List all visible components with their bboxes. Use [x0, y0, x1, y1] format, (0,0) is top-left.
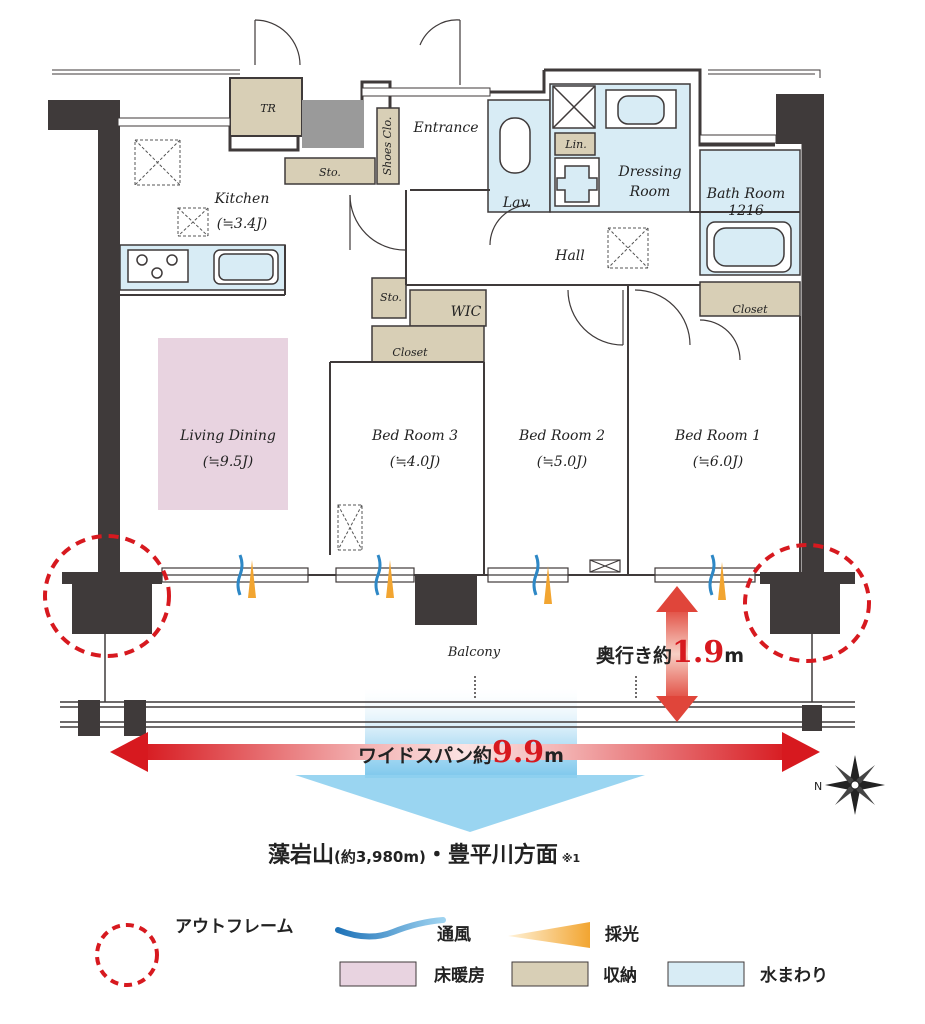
label-bed3: Bed Room 3 — [371, 428, 458, 444]
label-living: Living Dining — [179, 428, 276, 444]
label-bed1-size: (≒6.0J) — [693, 454, 744, 470]
balcony-posts — [78, 700, 822, 736]
compass-icon — [825, 755, 885, 815]
direction-annotation: 藻岩山(約3,980m)・豊平川方面 ※1 — [268, 842, 580, 868]
legend-wind-swatch — [335, 917, 446, 940]
direction-note: ※1 — [562, 852, 580, 865]
label-lav: Lav. — [502, 195, 531, 211]
label-sto-wic: Sto. — [380, 291, 402, 304]
label-linen: Lin. — [564, 138, 586, 151]
compass-north-label: N — [814, 780, 822, 793]
legend-light-label: 採光 — [605, 924, 639, 945]
label-entrance: Entrance — [412, 120, 478, 136]
legend-outframe-swatch — [95, 923, 159, 987]
view-direction-arrow — [295, 688, 645, 832]
wall-hatching — [117, 87, 777, 144]
outframe-markers — [43, 534, 871, 663]
label-wic: WIC — [451, 304, 482, 320]
span-unit: m — [544, 745, 564, 767]
legend-water-swatch — [667, 961, 745, 987]
legend-floor-heating-swatch — [339, 961, 417, 987]
label-bath-1: Bath Room — [706, 186, 785, 202]
legend-floor-heating-label: 床暖房 — [434, 965, 485, 986]
label-living-size: (≒9.5J) — [203, 454, 254, 470]
label-closet-bed3: Closet — [392, 346, 428, 359]
direction-main: 藻岩山 — [268, 843, 334, 868]
legend-light-swatch — [508, 922, 590, 948]
legend-outframe-label: アウトフレーム — [175, 917, 294, 937]
label-tr: TR — [260, 102, 276, 115]
span-annotation: ワイドスパン約9.9m — [358, 735, 564, 770]
interior-walls — [120, 189, 801, 575]
label-bed2-size: (≒5.0J) — [537, 454, 588, 470]
fixtures — [127, 85, 792, 285]
floor-heating-zone — [158, 338, 288, 510]
depth-arrow — [656, 586, 698, 722]
wind-light-markers — [236, 554, 726, 604]
legend-storage-swatch — [511, 961, 589, 987]
span-arrow — [110, 732, 820, 772]
label-dressing-1: Dressing — [617, 164, 681, 180]
depth-unit: m — [724, 645, 744, 667]
label-kitchen-size: (≒3.4J) — [217, 216, 268, 232]
depth-annotation: 奥行き約1.9m — [596, 635, 744, 670]
direction-river: ・豊平川方面 — [426, 842, 558, 868]
depth-value: 1.9 — [672, 635, 724, 670]
span-prefix: ワイドスパン約 — [358, 744, 492, 767]
legend-storage-label: 収納 — [603, 965, 637, 986]
label-bed2: Bed Room 2 — [518, 428, 605, 444]
legend: アウトフレーム 通風 採光 床暖房 収納 水まわり — [95, 917, 828, 987]
legend-water-label: 水まわり — [760, 965, 828, 986]
label-bed1: Bed Room 1 — [674, 428, 761, 444]
ventilation-boxes — [134, 139, 649, 551]
structural-columns — [48, 77, 855, 634]
depth-prefix: 奥行き約 — [596, 644, 672, 667]
balcony-rail — [60, 634, 855, 728]
windows — [161, 559, 756, 583]
label-kitchen: Kitchen — [214, 191, 270, 207]
label-bed3-size: (≒4.0J) — [390, 454, 441, 470]
label-sto-kitchen: Sto. — [319, 166, 341, 179]
label-hall: Hall — [554, 248, 585, 264]
span-value: 9.9 — [492, 735, 544, 770]
label-dressing-2: Room — [629, 184, 671, 200]
direction-distance: (約3,980m) — [334, 848, 426, 866]
doors — [254, 19, 741, 361]
label-bath-2: 1216 — [728, 203, 764, 219]
room-labels: TR Shoes Clo. Entrance Sto. Kitchen (≒3.… — [179, 102, 785, 660]
label-shoes-closet: Shoes Clo. — [381, 117, 394, 176]
label-closet-bed1: Closet — [732, 303, 768, 316]
label-balcony: Balcony — [447, 645, 501, 660]
legend-wind-label: 通風 — [437, 925, 471, 945]
